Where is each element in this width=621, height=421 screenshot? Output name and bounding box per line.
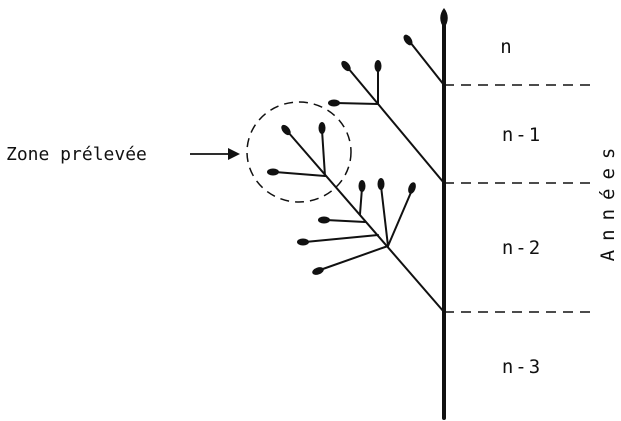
bud: [318, 122, 326, 134]
bud: [358, 180, 366, 192]
bud: [267, 168, 279, 176]
axis-label-years: Années: [597, 139, 619, 262]
bud: [377, 178, 385, 190]
branch-n1-twig-b: [335, 102, 379, 105]
bud: [374, 60, 382, 72]
year-label-n-2: n-2: [502, 237, 542, 259]
bud: [318, 216, 330, 224]
branch-n2-twig-e: [359, 187, 363, 215]
branch-n2-twig-d: [387, 189, 413, 247]
bud: [341, 60, 351, 72]
bud: [297, 238, 309, 246]
bud: [403, 34, 413, 46]
zone-label: Zone prélevée: [6, 144, 147, 165]
branch-n2-twig-h: [319, 245, 389, 271]
year-label-n-1: n-1: [502, 124, 542, 146]
branch-n2-twig-c: [380, 185, 389, 247]
bud: [312, 267, 324, 275]
branch-n2-twig-f: [325, 219, 366, 223]
bud: [281, 124, 291, 136]
branch-top: [409, 41, 445, 86]
branch-n2-twig-b: [274, 171, 326, 177]
year-label-n-3: n-3: [502, 356, 542, 378]
main-stem-bud: [440, 8, 448, 28]
branch-n1-main: [347, 67, 445, 184]
branch-n2-twig-a: [321, 129, 326, 177]
sampled-zone-circle: [246, 101, 352, 203]
year-label-n: n: [500, 36, 511, 58]
zone-arrowhead: [228, 148, 240, 160]
branch-n2-twig-g: [304, 234, 379, 243]
bud: [408, 182, 416, 194]
bud: [328, 99, 340, 107]
